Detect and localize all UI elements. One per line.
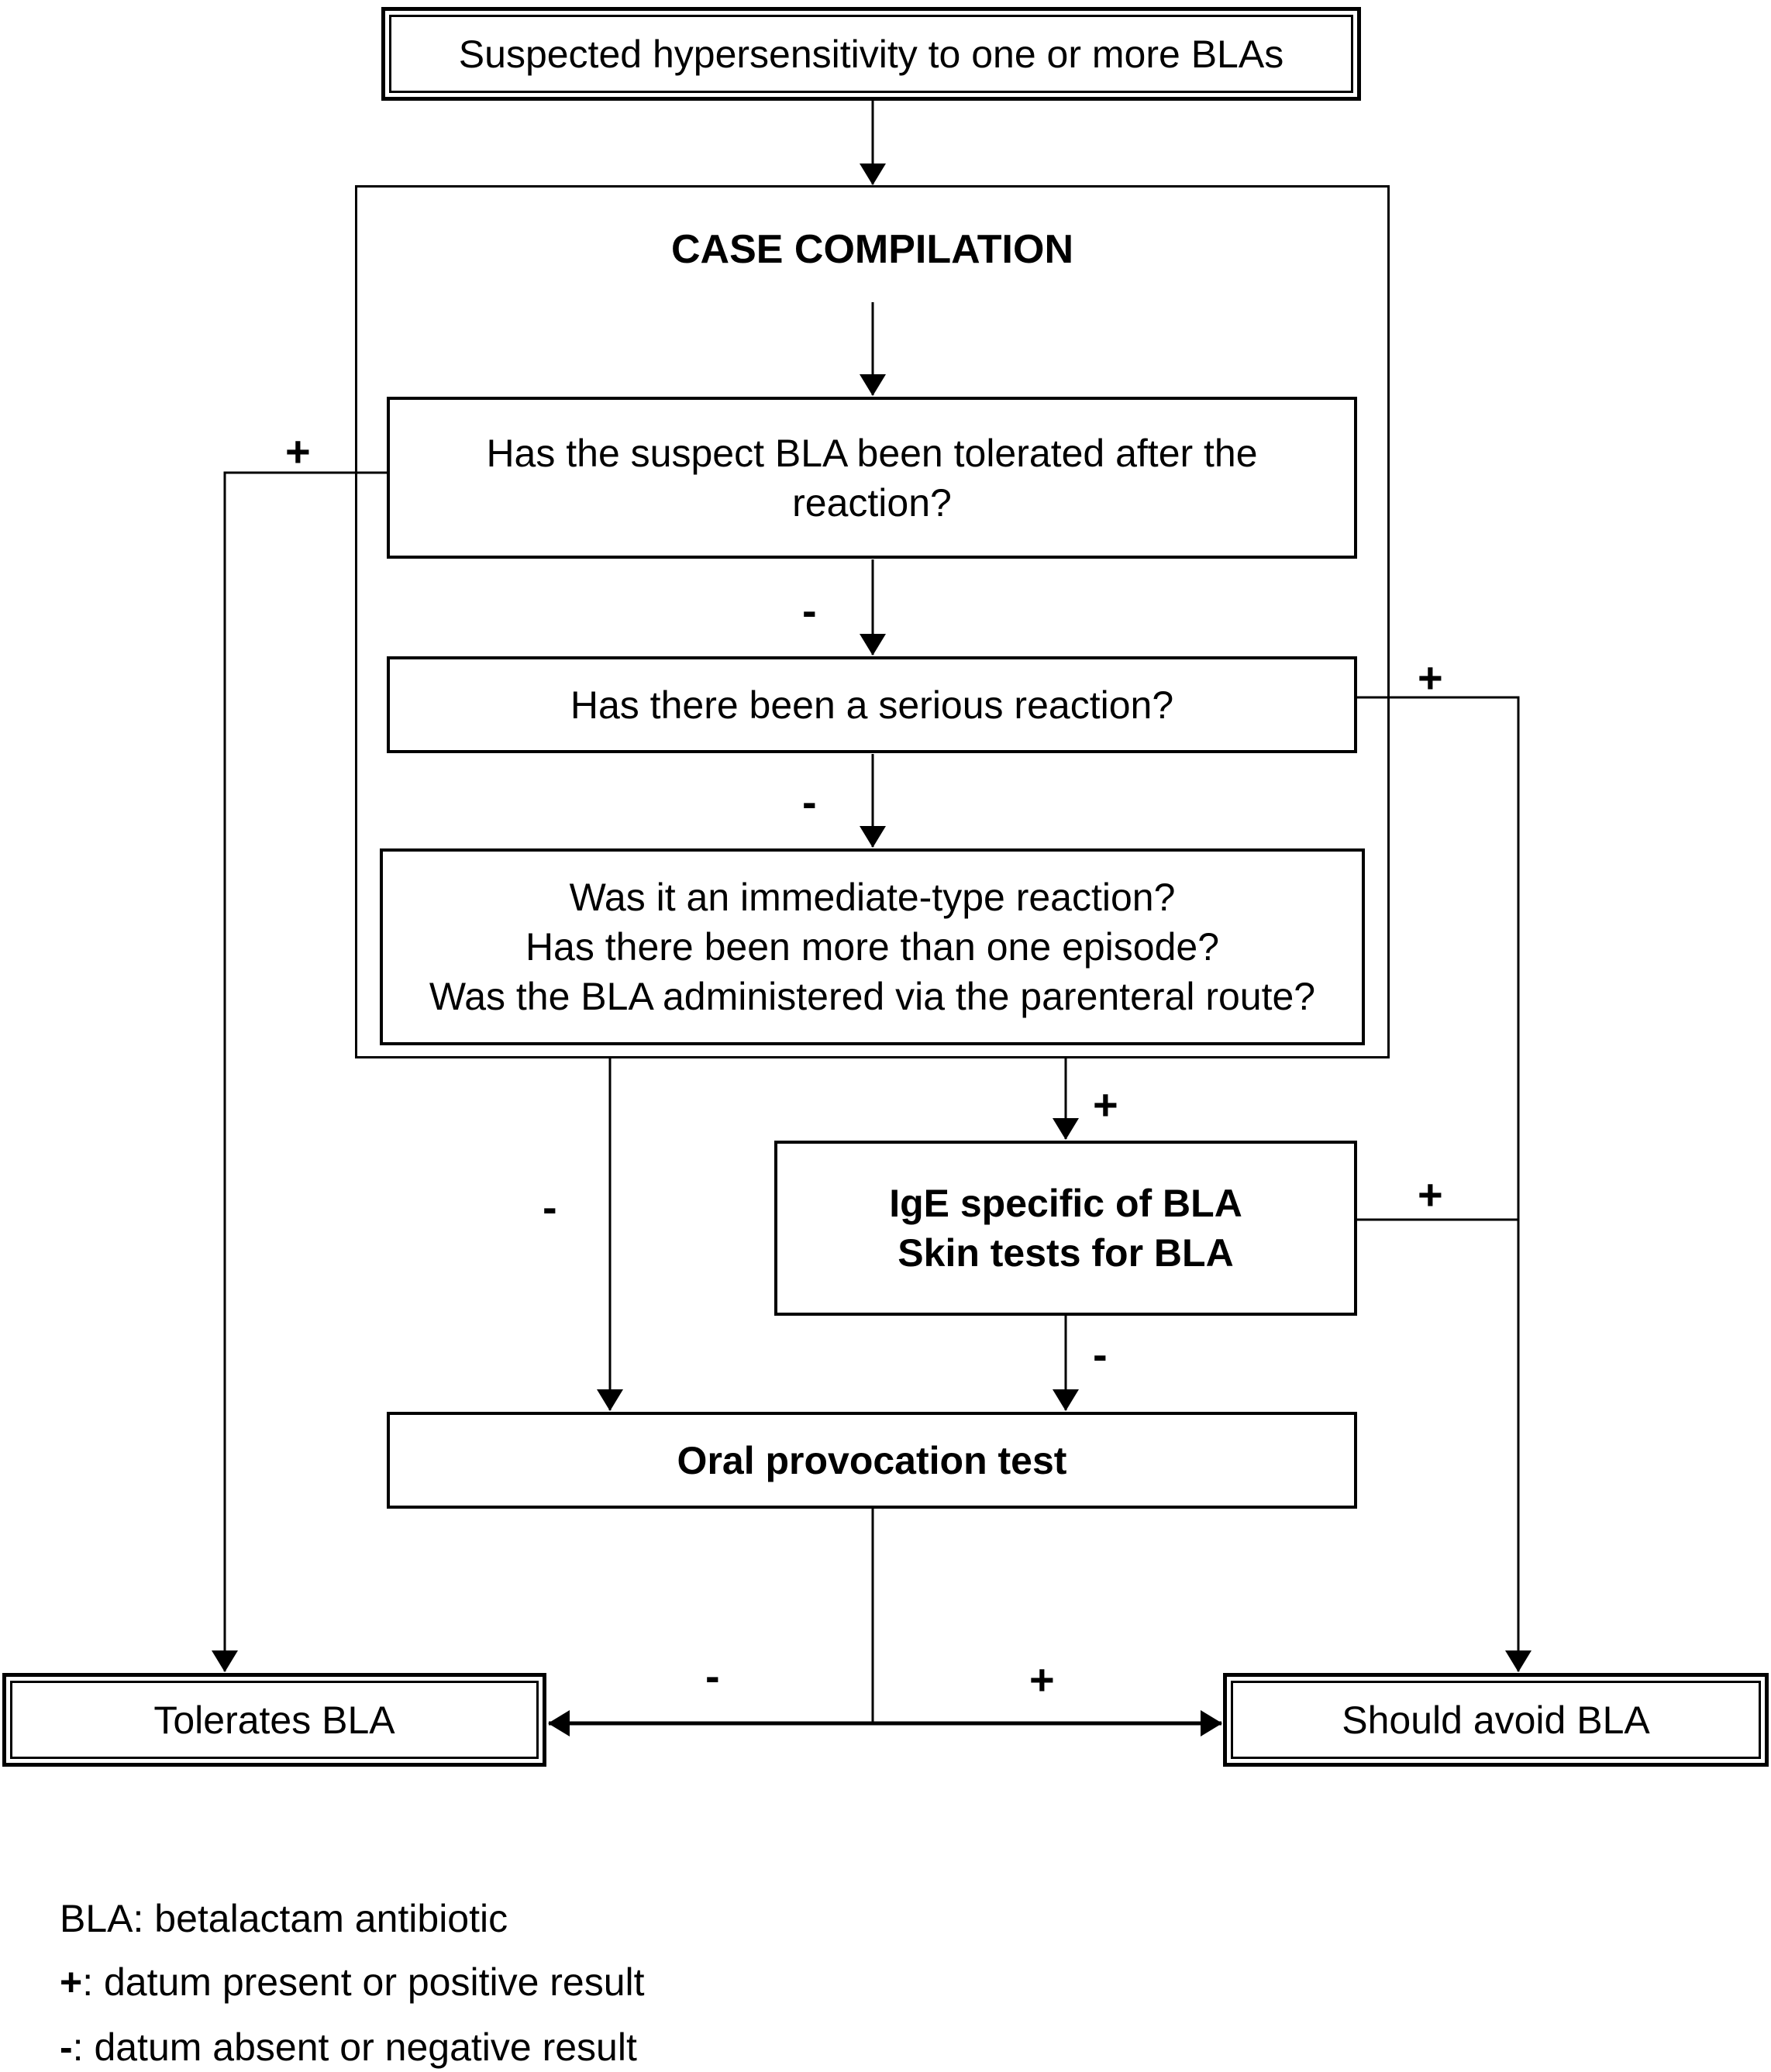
question-tolerated-text: Has the suspect BLA been tolerated after…: [486, 431, 1258, 525]
start-node: Suspected hypersensitivity to one or mor…: [381, 7, 1361, 101]
question-serious: Has there been a serious reaction?: [387, 656, 1357, 753]
legend-plus-symbol: +: [60, 1960, 83, 2004]
label-immediate-minus: -: [543, 1182, 557, 1231]
label-serious-plus: +: [1418, 653, 1443, 702]
legend-plus: +: datum present or positive result: [60, 1959, 645, 2005]
label-serious-minus: -: [802, 777, 817, 826]
tests-line-2: Skin tests for BLA: [898, 1231, 1234, 1275]
arrow-tolerated-plus-to-tolerates: [212, 471, 387, 1672]
label-oral-minus: -: [705, 1651, 720, 1700]
label-tolerated-minus: -: [802, 586, 817, 635]
oral-provocation-text: Oral provocation test: [677, 1438, 1067, 1482]
legend-bla: BLA: betalactam antibiotic: [60, 1895, 508, 1942]
outcome-avoid-text: Should avoid BLA: [1342, 1698, 1650, 1742]
question-immediate-line-1: Was it an immediate-type reaction?: [569, 876, 1176, 919]
legend-minus: -: datum absent or negative result: [60, 2024, 637, 2070]
question-serious-text: Has there been a serious reaction?: [570, 683, 1174, 727]
tests-node: IgE specific of BLA Skin tests for BLA: [774, 1141, 1357, 1316]
legend-plus-text: : datum present or positive result: [82, 1960, 645, 2004]
question-immediate: Was it an immediate-type reaction? Has t…: [380, 848, 1365, 1045]
label-oral-plus: +: [1029, 1655, 1055, 1704]
label-immediate-plus: +: [1093, 1080, 1118, 1129]
oral-provocation-node: Oral provocation test: [387, 1412, 1357, 1509]
legend-bla-text: : betalactam antibiotic: [133, 1897, 508, 1940]
case-compilation-container: [355, 185, 1390, 1058]
case-compilation-title: CASE COMPILATION: [670, 227, 1074, 272]
outcome-avoid: Should avoid BLA: [1223, 1673, 1769, 1767]
question-immediate-line-2: Has there been more than one episode?: [525, 925, 1220, 969]
tests-line-1: IgE specific of BLA: [889, 1182, 1242, 1225]
label-tests-minus: -: [1093, 1330, 1108, 1378]
question-immediate-line-3: Was the BLA administered via the parente…: [429, 975, 1316, 1018]
label-tests-plus: +: [1418, 1170, 1443, 1219]
outcome-tolerates-text: Tolerates BLA: [153, 1698, 395, 1742]
legend-minus-text: : datum absent or negative result: [72, 2026, 637, 2069]
label-tolerated-plus: +: [285, 427, 311, 476]
arrow-serious-plus-to-avoid: [1357, 696, 1532, 1672]
start-node-text: Suspected hypersensitivity to one or mor…: [458, 32, 1284, 76]
outcome-tolerates: Tolerates BLA: [2, 1673, 546, 1767]
legend-minus-symbol: -: [60, 2026, 73, 2069]
question-tolerated: Has the suspect BLA been tolerated after…: [387, 397, 1357, 559]
legend-bla-symbol: BLA: [60, 1897, 133, 1940]
